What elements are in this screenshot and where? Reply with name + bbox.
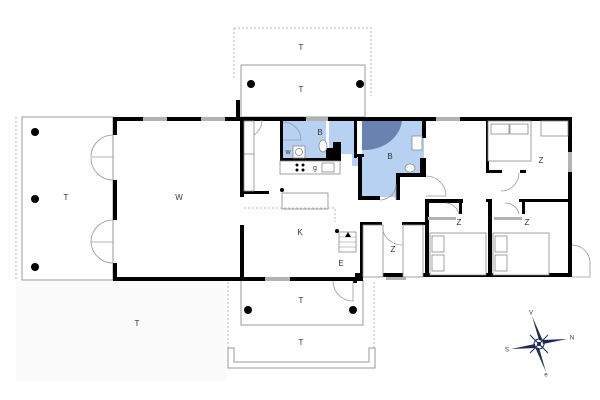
label-bathroom-1: B [317, 128, 322, 137]
compass-north-label: N [570, 336, 574, 342]
label-terrace-top-inner: T [299, 85, 304, 94]
label-terrace-bottom-inner: T [299, 296, 304, 305]
label-terrace-bottom-outer: T [299, 338, 304, 347]
label-terrace-top-outer: T [299, 43, 304, 52]
label-living-room: W [175, 193, 183, 202]
room-labels: T T T W B B Z K E Z Z Z T T T w g [64, 43, 544, 347]
label-terrace-bottom-left: T [135, 319, 140, 328]
label-bedroom-2: Z [391, 245, 396, 254]
windows [143, 117, 572, 281]
label-bedroom-3: Z [457, 218, 462, 227]
bathrooms [283, 120, 424, 197]
fixtures [243, 120, 569, 278]
compass-icon: V N S e [505, 311, 574, 379]
label-entrance: E [338, 259, 343, 268]
compass-east-label: e [544, 373, 548, 379]
label-bedroom-4: Z [525, 218, 530, 227]
compass-west-label: V [529, 311, 533, 317]
label-bathroom-2: B [387, 152, 392, 161]
terrace-outlines [15, 27, 376, 381]
terrace-posts [31, 80, 364, 314]
label-kitchen: K [297, 228, 303, 237]
label-terrace-left: T [64, 193, 69, 202]
compass-south-label: S [505, 348, 509, 354]
label-bedroom-1: Z [539, 156, 544, 165]
label-washer: w [284, 149, 291, 156]
label-gas: g [313, 165, 317, 172]
